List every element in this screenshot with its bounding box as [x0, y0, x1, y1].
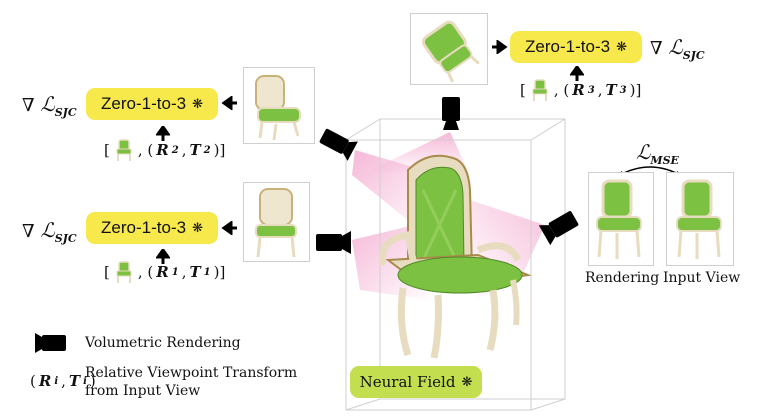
- zero123-box-lower-left: Zero-1-to-3 ❋: [86, 212, 218, 244]
- arrow-right-icon: [492, 40, 508, 54]
- zero123-label: Zero-1-to-3: [101, 218, 187, 237]
- neural-net-icon: ❋: [616, 39, 627, 54]
- view-thumbnail-upper-left: [243, 67, 315, 144]
- legend-camera-icon: [35, 333, 66, 353]
- input-view-mini-icon: [116, 139, 132, 161]
- camera-lower-left-icon: [316, 231, 351, 254]
- view-thumbnail-lower-left: [243, 182, 310, 262]
- input-view-mini-icon: [116, 261, 132, 283]
- arrow-up-icon: [156, 249, 170, 264]
- neural-field-box: Neural Field ❋: [350, 366, 482, 398]
- chair-main-image: [378, 154, 532, 359]
- zero123-box-top: Zero-1-to-3 ❋: [510, 31, 642, 63]
- zero123-box-upper-left: Zero-1-to-3 ❋: [86, 88, 218, 120]
- input-view-mini-icon: [532, 79, 548, 101]
- camera-right-icon: [538, 211, 579, 246]
- gradient-sjc-upper-left: ∇ ℒSJC: [22, 92, 77, 119]
- rendering-caption: Rendering: [585, 270, 660, 286]
- legend-transform-line2: from Input View: [85, 383, 201, 399]
- rendering-thumbnail: [588, 172, 654, 266]
- zero123-label: Zero-1-to-3: [101, 94, 187, 113]
- neural-net-icon: ❋: [192, 220, 203, 235]
- camera-upper-left-icon: [319, 128, 358, 161]
- mse-loss-label: ℒMSE: [636, 140, 679, 167]
- view-thumbnail-top: [410, 13, 488, 85]
- legend-transform-line1: Relative Viewpoint Transform: [85, 365, 298, 381]
- legend-transform-text: Relative Viewpoint Transform from Input …: [85, 364, 297, 400]
- legend-camera-text: Volumetric Rendering: [85, 335, 241, 351]
- gradient-sjc-lower-left: ∇ ℒSJC: [22, 218, 77, 245]
- gradient-sjc-top: ∇ ℒSJC: [650, 35, 705, 62]
- zero123-label: Zero-1-to-3: [525, 37, 611, 56]
- neural-net-icon: ❋: [192, 96, 203, 111]
- arrow-up-icon: [156, 126, 170, 141]
- arrow-up-icon: [570, 66, 584, 81]
- neural-net-icon: ❋: [461, 374, 473, 390]
- arrow-left-icon: [221, 221, 237, 235]
- input-view-caption: Input View: [663, 270, 741, 286]
- arrow-left-icon: [221, 96, 237, 110]
- input-view-thumbnail: [666, 172, 734, 266]
- neural-field-label: Neural Field: [359, 373, 456, 391]
- camera-top-icon: [442, 97, 460, 130]
